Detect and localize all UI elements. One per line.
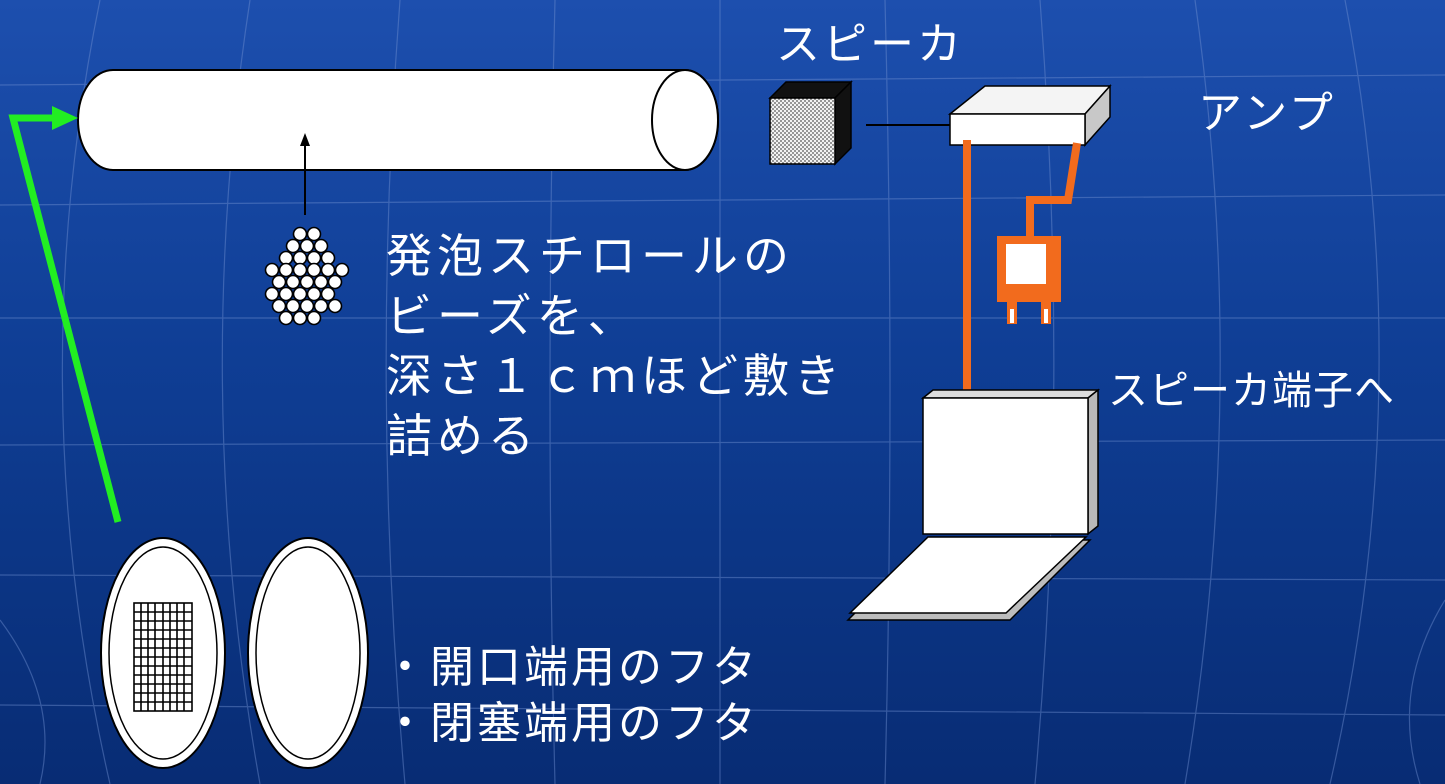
speaker-icon <box>768 80 853 166</box>
green-arrow <box>8 106 122 523</box>
beads-arrow <box>300 133 310 215</box>
beads-instruction-line: 深さ１ｃｍほど敷き <box>386 349 845 403</box>
laptop-icon <box>846 388 1101 621</box>
beads-instruction: 発泡スチロールの ビーズを、 深さ１ｃｍほど敷き 詰める <box>386 226 845 466</box>
speaker-terminal-label: スピーカ端子へ <box>1108 368 1395 414</box>
tube-icon <box>77 69 719 171</box>
beads-icon <box>264 226 350 326</box>
amplifier-icon <box>947 84 1112 147</box>
open-end-lid-icon <box>100 537 226 769</box>
plug-icon <box>997 236 1061 324</box>
speaker-label: スピーカ <box>776 19 964 70</box>
lid-legend: ・開口端用のフタ ・閉塞端用のフタ <box>383 640 759 752</box>
beads-instruction-line: ビーズを、 <box>386 289 639 343</box>
closed-end-lid-label: ・閉塞端用のフタ <box>383 698 759 749</box>
orange-cable <box>963 140 1081 398</box>
beads-instruction-line: 詰める <box>386 409 539 463</box>
amp-label: アンプ <box>1198 88 1336 139</box>
open-end-lid-label: ・開口端用のフタ <box>383 642 759 693</box>
closed-end-lid-icon <box>247 537 369 769</box>
beads-instruction-line: 発泡スチロールの <box>386 229 794 283</box>
